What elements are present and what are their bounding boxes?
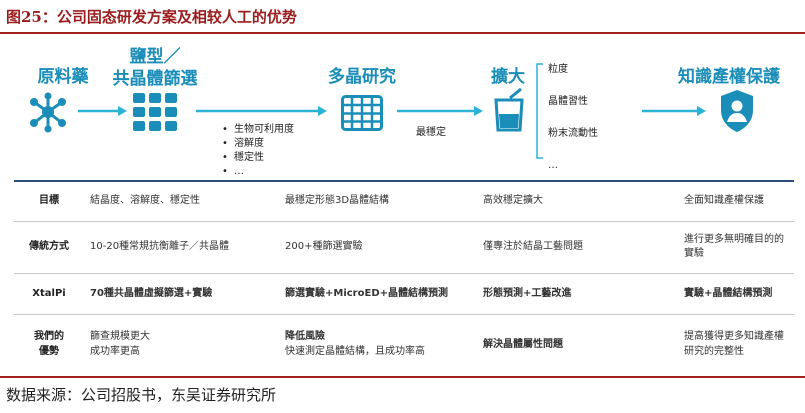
bullet-item: 溶解度 <box>222 137 294 151</box>
row-divider <box>14 314 794 315</box>
table-cell: 10-20種常規抗衡離子／共晶體 <box>90 241 230 252</box>
row-label-advantage-line2: 優勢 <box>39 346 59 357</box>
table-cell: 200+種篩選實驗 <box>285 241 363 252</box>
table-cell: 篩選實驗+MicroED+晶體結構預測 <box>285 288 448 299</box>
table-cell: 全面知識產權保護 <box>684 195 764 206</box>
table-cell: 70種共晶體虛擬篩選+實驗 <box>90 288 213 299</box>
table-cell: 降低風險 <box>285 331 325 342</box>
stage-title-polymorph: 多晶研究 <box>328 67 396 87</box>
bullet-item: 生物可利用度 <box>222 123 294 137</box>
stage-title-salt-line1: 鹽型／ <box>129 47 181 67</box>
stage-title-scaleup: 擴大 <box>491 67 525 87</box>
table-cell: 篩查規模更大 <box>90 331 150 342</box>
table-cell: 快速測定晶體結構，且成功率高 <box>285 346 425 357</box>
bullet-item: … <box>222 165 294 179</box>
table-cell: 提高獲得更多知識產權 <box>684 331 784 342</box>
bottom-rule <box>0 376 805 378</box>
table-icon <box>341 95 383 131</box>
beaker-icon <box>494 88 524 132</box>
table-cell: 研究的完整性 <box>684 346 744 357</box>
list-item: 粉末流動性 <box>548 128 598 139</box>
table-cell: 成功率更高 <box>90 346 140 357</box>
table-cell: 解決晶體屬性問題 <box>483 339 563 350</box>
list-bracket <box>536 63 543 159</box>
arrow-label: 最穩定 <box>416 127 446 138</box>
table-cell: 形態預測+工藝改進 <box>483 288 572 299</box>
table-top-rule <box>14 180 794 182</box>
row-label-advantage-line1: 我們的 <box>34 331 64 342</box>
row-label-traditional: 傳統方式 <box>29 241 69 252</box>
scaleup-list: 粒度 晶體習性 粉末流動性 … <box>548 62 598 174</box>
row-divider <box>14 221 794 222</box>
list-item: … <box>548 160 558 171</box>
list-item: 粒度 <box>548 64 568 75</box>
row-label-goal: 目標 <box>39 195 59 206</box>
stage-title-api: 原料藥 <box>37 67 89 87</box>
table-cell: 進行更多無明確目的的實驗 <box>684 234 784 259</box>
list-item: 晶體習性 <box>548 96 588 107</box>
bullet-item: 穩定性 <box>222 151 294 165</box>
table-cell: 高效穩定擴大 <box>483 195 543 206</box>
screening-bullets: 生物可利用度 溶解度 穩定性 … <box>222 123 294 179</box>
stage-title-ip: 知識產權保護 <box>678 67 780 87</box>
source-note: 数据来源：公司招股书，东吴证券研究所 <box>6 386 277 404</box>
molecule-icon <box>30 92 66 133</box>
flow-arrows <box>78 106 706 116</box>
table-cell: 結晶度、溶解度、穩定性 <box>90 195 200 206</box>
shield-user-icon <box>721 90 753 132</box>
row-label-xtalpi: XtalPi <box>32 288 66 299</box>
grid-icon <box>133 93 177 131</box>
figure-title: 图25：公司固态研发方案及相较人工的优势 <box>6 8 297 26</box>
stage-title-salt-line2: 共晶體篩選 <box>112 69 198 89</box>
row-divider <box>14 273 794 274</box>
table-cell: 實驗+晶體結構預測 <box>684 288 773 299</box>
title-rule <box>0 32 805 34</box>
table-cell: 最穩定形態3D晶體結構 <box>285 195 390 206</box>
table-cell: 僅專注於結晶工藝問題 <box>483 241 583 252</box>
